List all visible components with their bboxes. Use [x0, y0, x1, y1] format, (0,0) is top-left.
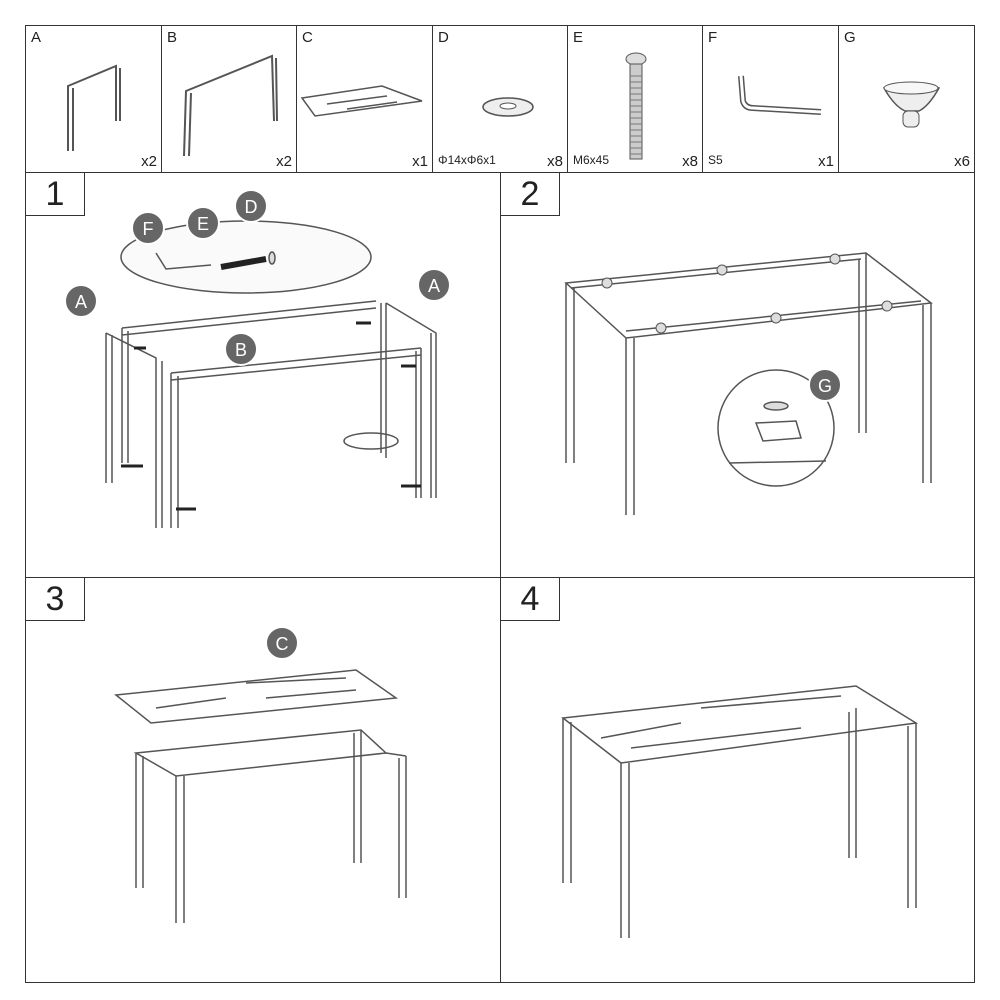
part-qty: x8	[547, 153, 563, 170]
step-2-drawing: G	[564, 252, 933, 515]
callout-d: D	[234, 189, 268, 223]
step-number: 4	[500, 577, 560, 621]
callout-a-right: A	[417, 268, 451, 302]
part-label: F	[708, 29, 718, 46]
part-qty: x1	[412, 153, 428, 170]
svg-text:F: F	[143, 219, 154, 239]
long-frame-b-drawing	[183, 54, 278, 157]
part-e: E M6x45 x8	[567, 25, 703, 173]
step-2-panel: G 2	[500, 172, 975, 578]
step-3-drawing: C	[114, 626, 407, 923]
callout-c: C	[265, 626, 299, 660]
part-d: D Φ14xΦ6x1 x8	[432, 25, 568, 173]
part-b: B x2	[161, 25, 297, 173]
allen-key-f-drawing	[738, 75, 822, 115]
part-spec: Φ14xΦ6x1	[438, 153, 496, 167]
part-qty: x2	[141, 153, 157, 170]
bolt-e-drawing	[625, 52, 647, 160]
part-qty: x1	[818, 153, 834, 170]
part-label: D	[438, 29, 449, 46]
part-qty: x6	[954, 153, 970, 170]
part-label: A	[31, 29, 42, 46]
part-label: G	[844, 29, 856, 46]
svg-text:B: B	[235, 340, 247, 360]
svg-text:D: D	[245, 197, 258, 217]
bolt-markers	[121, 321, 421, 511]
step-number: 3	[25, 577, 85, 621]
step-number: 1	[25, 172, 85, 216]
part-spec: S5	[708, 153, 723, 167]
step-4-drawing	[561, 685, 919, 938]
glass-top-c-drawing	[300, 85, 423, 117]
part-g: G x6	[838, 25, 975, 173]
part-c: C x1	[296, 25, 433, 173]
suction-cup-g-drawing	[882, 81, 941, 128]
svg-text:G: G	[818, 376, 832, 396]
callout-f: F	[131, 211, 165, 245]
part-label: E	[573, 29, 584, 46]
part-label: C	[302, 29, 313, 46]
step-1-panel: F E D A A B 1	[25, 172, 501, 578]
part-a: A x2	[25, 25, 162, 173]
callout-a-left: A	[64, 284, 98, 318]
svg-text:E: E	[197, 214, 209, 234]
callout-g: G	[808, 368, 842, 402]
part-qty: x8	[682, 153, 698, 170]
callout-e: E	[186, 206, 220, 240]
step-number: 2	[500, 172, 560, 216]
part-spec: M6x45	[573, 153, 610, 167]
callout-b: B	[224, 332, 258, 366]
part-qty: x2	[276, 153, 292, 170]
part-label: B	[167, 29, 178, 46]
svg-text:A: A	[75, 292, 87, 312]
part-f: F S5 x1	[702, 25, 839, 173]
washer-d-drawing	[482, 97, 534, 117]
step-3-panel: C 3	[25, 577, 501, 983]
svg-text:C: C	[276, 634, 289, 654]
step-1-drawing: F E D A A B	[64, 189, 451, 528]
svg-text:A: A	[428, 276, 440, 296]
side-frame-a-drawing	[67, 64, 121, 151]
step-4-panel: 4	[500, 577, 975, 983]
